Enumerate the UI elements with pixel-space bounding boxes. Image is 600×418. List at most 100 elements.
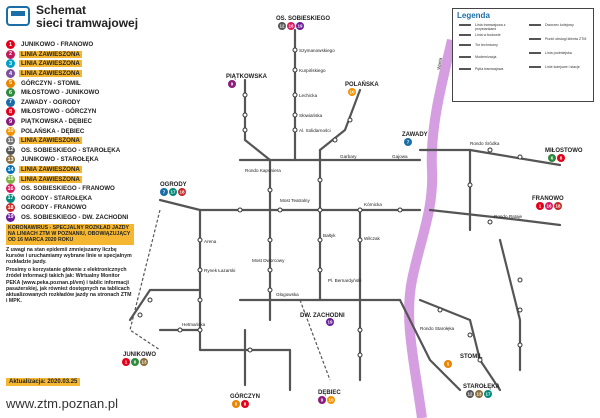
line-badge-number: 10 — [349, 90, 355, 95]
line-badge — [160, 188, 168, 196]
line-number-badge: 17 — [6, 193, 15, 203]
legend-item: Modernizacja — [459, 55, 521, 59]
line-badge-number: 1 — [125, 360, 128, 365]
stop-label: Rynek Łazarski — [204, 268, 235, 273]
line-badge — [548, 154, 556, 162]
stop-label: Gajowa — [392, 154, 408, 159]
update-date: Aktualizacja: 2020.03.25 — [6, 378, 81, 386]
line-route-name: LINIA ZAWIESZONA — [19, 60, 82, 68]
line-badge — [348, 88, 356, 96]
line-badge-number: 17 — [485, 392, 491, 397]
stop-label: Kórnicka — [364, 202, 382, 207]
line-badge — [178, 188, 186, 196]
line-number-badge: 4 — [6, 69, 15, 79]
line-badge-number: 17 — [170, 190, 176, 195]
line-number-badge: 7 — [6, 97, 15, 107]
terminal-piatkowska: PIĄTKOWSKA — [226, 74, 268, 80]
line-badge-number: 16 — [546, 204, 552, 209]
line-badge-number: 8 — [244, 402, 247, 407]
line-badge — [287, 22, 295, 30]
line-row: 1 JUNIKOWO - FRANOWO — [6, 40, 146, 50]
stop-label: Głogowska — [276, 292, 299, 297]
line-number-badge: 12 — [6, 145, 15, 155]
legend-swatch — [529, 66, 541, 68]
line-badge — [326, 318, 334, 326]
line-number-badge: 18 — [6, 203, 15, 213]
terminal-ogrody: OGRODY — [160, 182, 187, 188]
line-route-name: LINIA ZAWIESZONA — [19, 70, 82, 78]
line-badge — [557, 154, 565, 162]
legend-swatch — [459, 24, 471, 26]
line-badge-number: 9 — [321, 398, 324, 403]
line-badge — [444, 360, 452, 368]
line-badge-number: 18 — [555, 204, 561, 209]
line-badge — [554, 202, 562, 210]
line-number-badge: 10 — [6, 126, 15, 136]
stop-label: Pl. Bernardyński — [328, 278, 361, 283]
terminal-franowo: FRANOWO — [532, 196, 564, 202]
title-line2: sieci tramwajowej — [36, 16, 139, 30]
line-number-badge: 1 — [6, 40, 15, 50]
line-number-badge: 8 — [6, 107, 15, 117]
terminal-labels: OS. SOBIESKIEGO PIĄTKOWSKA POLAŃSKA ZAWA… — [123, 16, 583, 400]
legend-item: Linia podmiejska — [529, 51, 591, 55]
legend-swatch — [529, 52, 541, 54]
line-badge — [296, 22, 304, 30]
line-badge — [536, 202, 544, 210]
line-route-name: OS. SOBIESKIEGO - FRANOWO — [21, 185, 115, 193]
line-number-badge: 19 — [6, 212, 15, 222]
website-link[interactable]: www.ztm.poznan.pl — [6, 396, 118, 411]
legend-swatch — [529, 24, 541, 26]
line-route-name: JUNIKOWO - FRANOWO — [21, 41, 94, 49]
terminal-os-sobieskiego: OS. SOBIESKIEGO — [276, 16, 330, 22]
line-badge-number: 6 — [551, 156, 554, 161]
line-route-name: LINIA ZAWIESZONA — [19, 175, 82, 183]
line-number-badge: 3 — [6, 59, 15, 69]
stop-label: Rondo Starołęka — [420, 326, 455, 331]
line-badge — [404, 138, 412, 146]
terminal-zawady: ZAWADY — [402, 132, 428, 138]
legend-item: Pętla tramwajowa — [459, 67, 521, 71]
terminal-gorczyn: GÓRCZYN — [230, 392, 260, 400]
legend-swatch — [459, 34, 471, 36]
line-number-badge: 13 — [6, 155, 15, 165]
line-badge-number: 12 — [279, 24, 285, 29]
legend-item: Punkt obsługi klienta ZTM — [529, 37, 591, 41]
terminal-debiec: DĘBIEC — [318, 390, 341, 396]
line-route-name: OGRODY - FRANOWO — [21, 204, 87, 212]
stop-label: Rondo Kaponiera — [245, 168, 281, 173]
line-badge — [131, 358, 139, 366]
line-badge-number: 6 — [134, 360, 137, 365]
stop-label: Wilczak — [364, 236, 381, 241]
line-badge-number: 16 — [288, 24, 294, 29]
legend-swatch — [529, 38, 541, 40]
stop-label: Garbary — [340, 154, 357, 159]
legend-title: Legenda — [457, 11, 490, 20]
line-badge — [140, 358, 148, 366]
legend-item: Linie kolejowe i stacje — [529, 65, 591, 69]
line-badge — [466, 390, 474, 398]
line-badge-number: 19 — [297, 24, 303, 29]
line-route-name: LINIA ZAWIESZONA — [19, 50, 82, 58]
tram-icon — [6, 6, 30, 26]
line-badge-number: 10 — [328, 398, 334, 403]
notice-header: KORONAWIRUS - SPECJALNY ROZKŁAD JAZDY NA… — [6, 224, 134, 245]
line-badge — [122, 358, 130, 366]
stop-label: Kurpińskiego — [299, 68, 326, 73]
notice-paragraph: Z uwagi na stan epidemii zmniejszamy lic… — [6, 246, 132, 266]
stop-label: Bałtyk — [323, 233, 336, 238]
line-badge — [278, 22, 286, 30]
line-badge — [241, 400, 249, 408]
terminal-junikowo: JUNIKOWO — [123, 352, 156, 358]
terminal-stomil: STOMIL — [460, 354, 483, 360]
